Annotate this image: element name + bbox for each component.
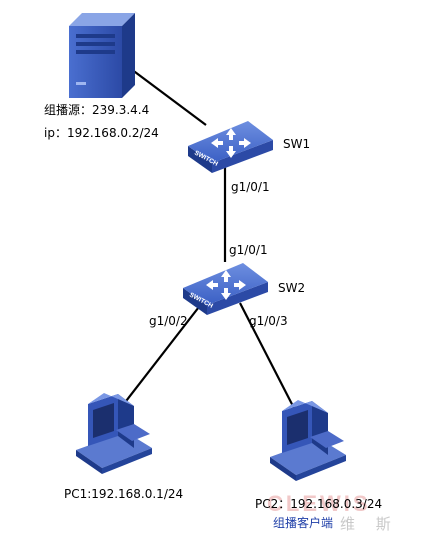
link-sw2-pc1 xyxy=(122,302,203,406)
watermark-brand: CLEWIS xyxy=(267,491,371,516)
sw1-name: SW1 xyxy=(283,137,311,151)
pc1-icon xyxy=(76,393,152,474)
link-source-sw1 xyxy=(126,65,207,126)
sw2-port-left: g1/0/2 xyxy=(149,314,188,328)
source-group-label: 组播源：239.3.4.4 xyxy=(44,103,150,117)
switch-sw2-icon: SWITCH xyxy=(183,263,268,315)
sw2-port-right: g1/0/3 xyxy=(249,314,288,328)
source-ip-label: ip：192.168.0.2/24 xyxy=(44,126,159,140)
pc2-role-label: 组播客户端 xyxy=(273,516,334,530)
server-icon xyxy=(69,13,135,98)
sw1-port-down: g1/0/1 xyxy=(231,180,270,194)
watermark-sub: 维 斯 xyxy=(340,515,399,533)
pc2-label: PC2：192.168.0.3/24 xyxy=(255,497,383,511)
pc1-label: PC1:192.168.0.1/24 xyxy=(64,487,184,501)
switch-sw1-icon: SWITCH xyxy=(188,121,273,173)
link-sw2-pc2 xyxy=(239,302,297,413)
sw2-port-up: g1/0/1 xyxy=(229,243,268,257)
pc2-icon xyxy=(270,400,346,481)
links xyxy=(122,65,297,413)
sw2-name: SW2 xyxy=(278,281,306,295)
